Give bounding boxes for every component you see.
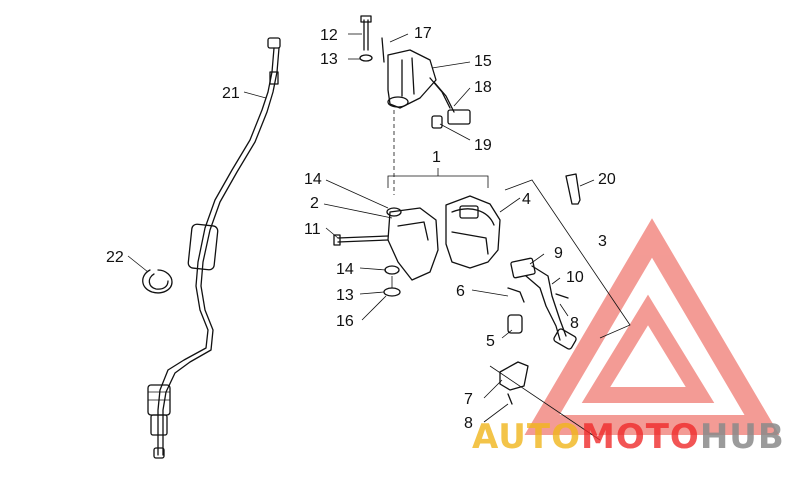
throttle-housing <box>333 195 501 297</box>
svg-text:AUTOMOTOHUB: AUTOMOTOHUB <box>472 417 785 457</box>
callout-22: 22 <box>106 249 124 266</box>
watermark-logo <box>524 218 780 435</box>
watermark-word-auto: AUTO <box>472 417 581 457</box>
watermark-text: AUTOMOTOHUB <box>472 417 785 457</box>
callout-13-upper: 13 <box>320 51 338 68</box>
callout-8-lower: 8 <box>464 415 473 432</box>
callout-8-upper: 8 <box>570 315 579 332</box>
callout-15: 15 <box>474 53 492 70</box>
callout-14-upper: 14 <box>304 171 322 188</box>
callout-13-lower: 13 <box>336 287 354 304</box>
throttle-cable <box>147 37 281 459</box>
watermark-triangle-outer <box>524 218 780 435</box>
small-bracket <box>499 361 529 405</box>
watermark-triangle-inner <box>581 294 715 403</box>
switch-wiring <box>507 173 581 350</box>
callout-16: 16 <box>336 313 354 330</box>
callout-11: 11 <box>304 221 321 238</box>
cable-clip <box>142 269 173 294</box>
callouts: 1 2 3 4 5 6 7 8 8 9 10 11 12 13 13 14 14… <box>106 25 616 432</box>
group-lines <box>387 168 631 441</box>
callout-3: 3 <box>598 233 607 250</box>
callout-1: 1 <box>432 149 441 166</box>
callout-2: 2 <box>310 195 319 212</box>
callout-21: 21 <box>222 85 240 102</box>
mounting-bracket <box>359 15 471 195</box>
callout-7: 7 <box>464 391 473 408</box>
callout-5: 5 <box>486 333 495 350</box>
callout-20: 20 <box>598 171 616 188</box>
callout-9: 9 <box>554 245 563 262</box>
callout-6: 6 <box>456 283 465 300</box>
watermark-word-moto: MOTO <box>581 417 700 457</box>
callout-18: 18 <box>474 79 492 96</box>
watermark-word-hub: HUB <box>700 417 785 457</box>
callout-10: 10 <box>566 269 584 286</box>
callout-17: 17 <box>414 25 432 42</box>
callout-12: 12 <box>320 27 338 44</box>
leader-lines <box>127 33 595 423</box>
callout-14-lower: 14 <box>336 261 354 278</box>
callout-19: 19 <box>474 137 492 154</box>
callout-4: 4 <box>522 191 531 208</box>
